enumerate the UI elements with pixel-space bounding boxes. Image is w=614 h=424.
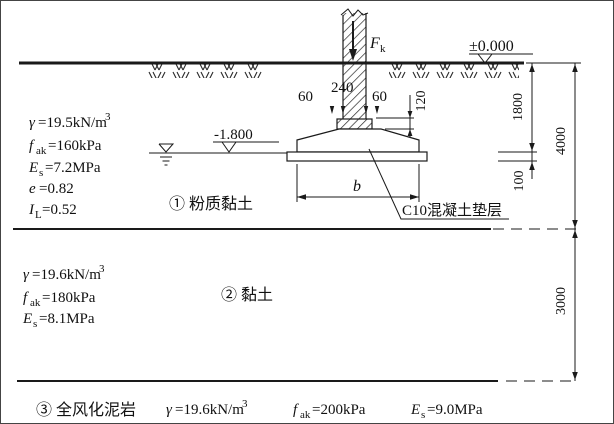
- dim-100: 100: [512, 171, 527, 192]
- column-step: [336, 118, 373, 130]
- prop-value: =19.6kN/m: [175, 402, 244, 418]
- dim-1800: 1800: [511, 93, 526, 121]
- prop-subscript: s: [421, 409, 425, 421]
- layer3-properties: γ =19.6kN/m 3 f ak =200kPa E s =9.0MPa: [166, 398, 483, 421]
- dim-4000: 4000: [554, 127, 569, 155]
- prop-value: =180kPa: [42, 290, 96, 306]
- cushion-note: C10混凝土垫层: [402, 202, 502, 219]
- prop-superscript: 3: [99, 263, 105, 275]
- dim-60-right: 60: [372, 89, 387, 105]
- groundwater-symbol: [158, 143, 175, 166]
- layer1-label: ① 粉质黏土: [169, 195, 253, 213]
- cushion-slab: [286, 151, 428, 162]
- top-elevation-marker: ±0.000: [469, 38, 533, 64]
- footing: [296, 128, 420, 153]
- prop-value: =19.6kN/m: [32, 267, 101, 283]
- prop-symbol: f: [29, 138, 35, 154]
- prop-symbol: γ: [166, 402, 173, 418]
- prop-symbol: E: [22, 311, 32, 327]
- prop-superscript: 3: [242, 398, 248, 410]
- prop-symbol: E: [28, 160, 38, 176]
- dim-240: 240: [331, 80, 354, 96]
- layer1-properties: γ =19.5kN/m 3 f ak =160kPa E s =7.2MPa e…: [28, 111, 111, 221]
- footing-width-label: b: [353, 178, 361, 195]
- dim-layer1-4000: 4000: [554, 63, 578, 381]
- prop-value: =9.0MPa: [427, 402, 483, 418]
- dim-120: 120: [414, 91, 429, 112]
- prop-symbol: I: [28, 202, 35, 218]
- prop-superscript: 3: [105, 111, 111, 123]
- base-elevation-label: -1.800: [214, 127, 253, 143]
- prop-value: =200kPa: [312, 402, 366, 418]
- cushion-leader: [368, 148, 509, 220]
- prop-value: =7.2MPa: [45, 160, 101, 176]
- prop-subscript: ak: [36, 145, 47, 157]
- dim-extension-lines: [498, 62, 581, 162]
- prop-symbol: f: [23, 290, 29, 306]
- prop-symbol: E: [410, 402, 420, 418]
- dim-col-widths: 60 240 60: [298, 80, 387, 114]
- prop-value: =19.5kN/m: [38, 115, 107, 131]
- load-subscript: k: [380, 43, 386, 55]
- dim-layer2-3000: 3000: [554, 230, 578, 380]
- top-elevation-label: ±0.000: [469, 38, 514, 55]
- prop-symbol: e: [29, 181, 36, 197]
- layer2-label: ② 黏土: [221, 286, 273, 304]
- prop-symbol: γ: [29, 115, 36, 131]
- dim-step-height: 120: [376, 91, 429, 137]
- dim-depth-1800: 1800: [511, 63, 535, 179]
- column: [340, 8, 369, 119]
- prop-symbol: γ: [23, 267, 30, 283]
- prop-subscript: ak: [30, 297, 41, 309]
- prop-subscript: s: [33, 318, 37, 330]
- prop-value: =0.52: [42, 202, 77, 218]
- column-break-line: [340, 8, 369, 17]
- prop-symbol: f: [293, 402, 299, 418]
- dim-footing-width: b: [296, 164, 420, 202]
- dim-cushion-100: 100: [512, 162, 535, 192]
- prop-value: =8.1MPa: [39, 311, 95, 327]
- prop-value: =0.82: [39, 181, 74, 197]
- layer2-properties: γ =19.6kN/m 3 f ak =180kPa E s =8.1MPa: [22, 263, 105, 330]
- base-elevation-marker: -1.800: [213, 127, 279, 153]
- dim-60-left: 60: [298, 89, 313, 105]
- load-arrow: [349, 21, 357, 61]
- dim-3000: 3000: [554, 287, 569, 315]
- load-symbol: F: [369, 35, 380, 52]
- ground-surface: [19, 61, 524, 78]
- prop-subscript: s: [39, 167, 43, 179]
- prop-value: =160kPa: [48, 138, 102, 154]
- layer3-label: ③ 全风化泥岩: [36, 401, 136, 419]
- prop-subscript: L: [35, 209, 42, 221]
- prop-subscript: ak: [300, 409, 311, 421]
